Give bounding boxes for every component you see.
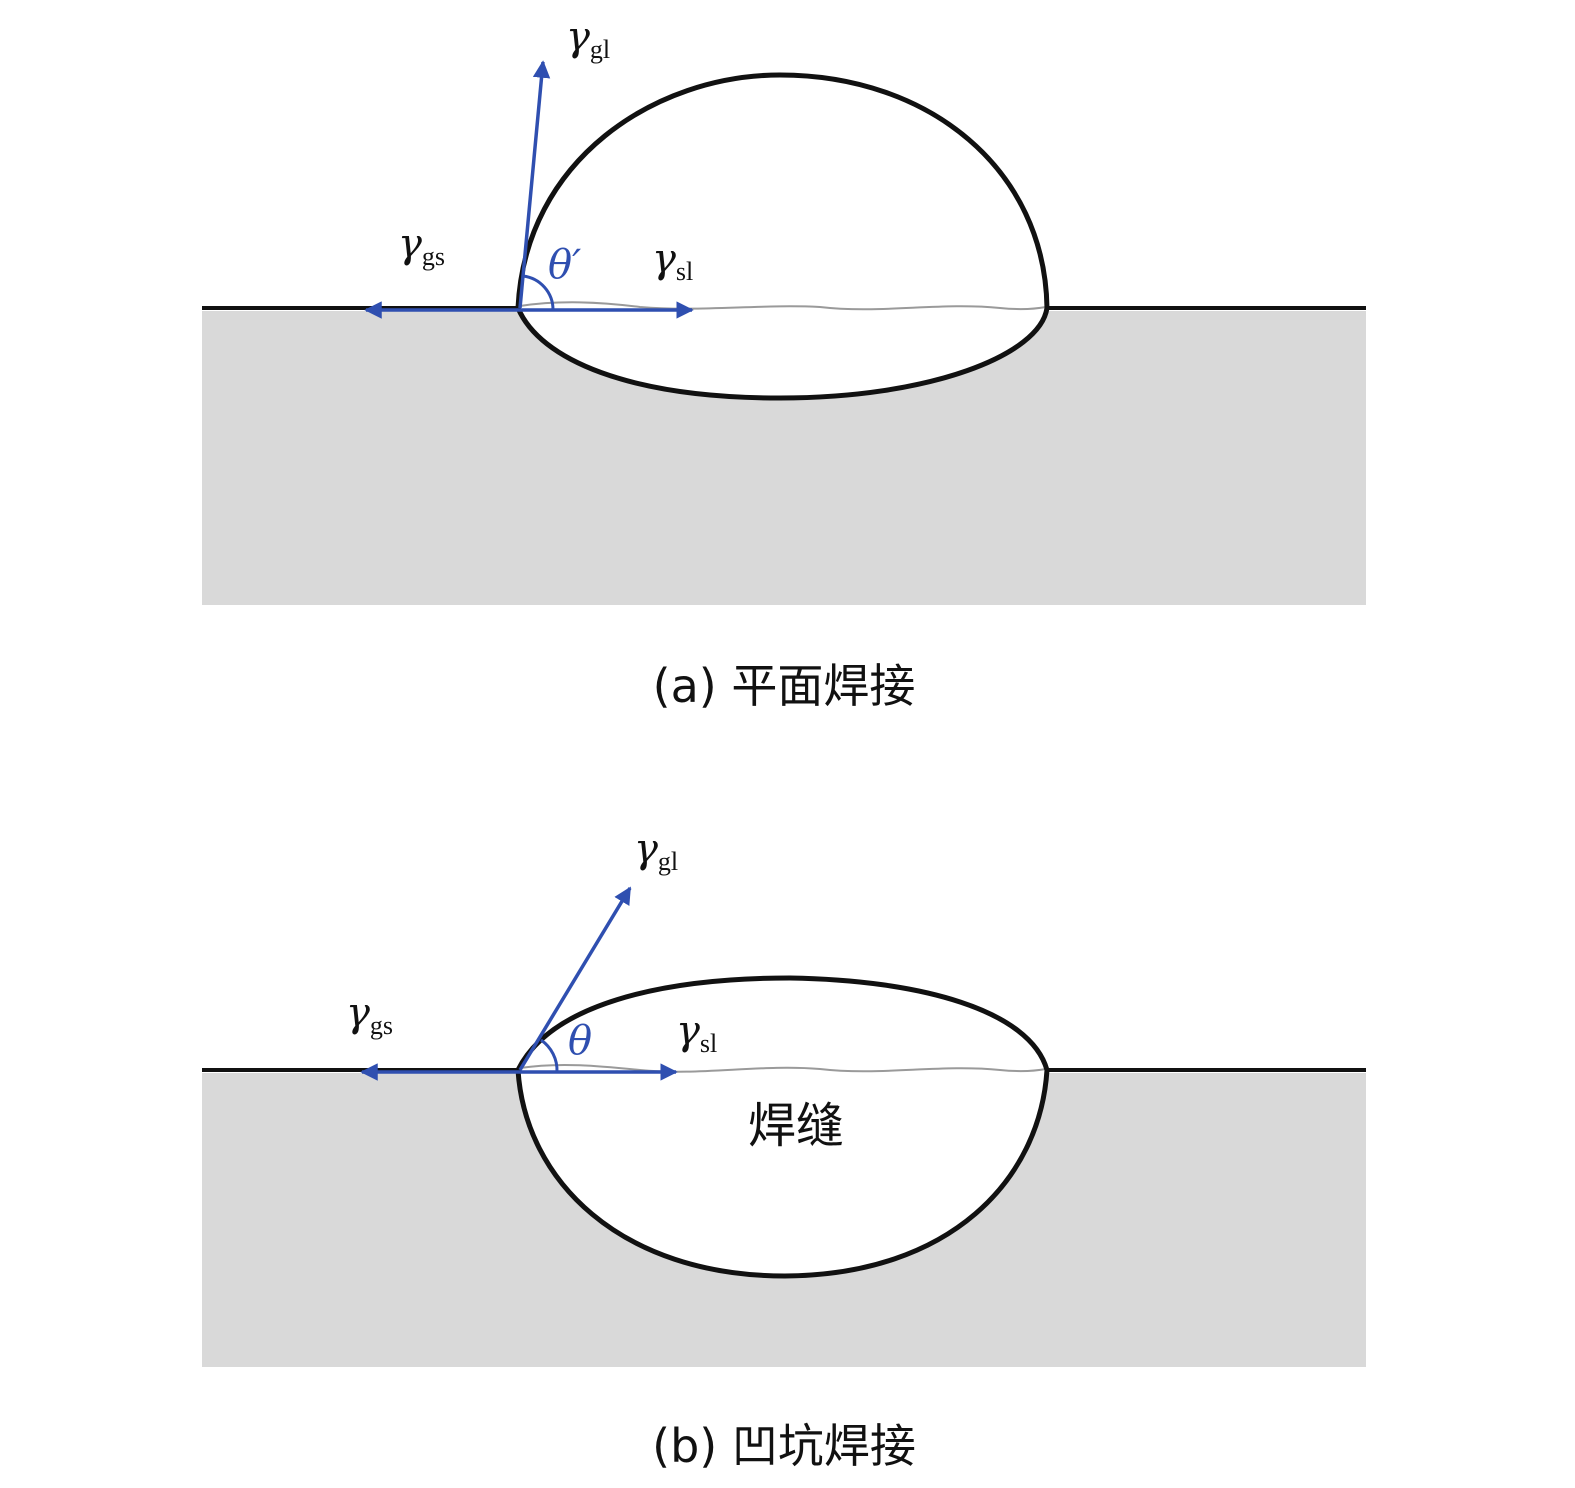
caption-a: (a) 平面焊接 <box>653 659 916 713</box>
angle-label-b: θ <box>568 1018 592 1064</box>
label-gamma-gs-b: γgs <box>346 990 393 1040</box>
droplet-outline-a <box>515 72 1050 401</box>
interface-line-a <box>519 301 1047 311</box>
interface-line-b <box>519 1063 1047 1073</box>
angle-arc-b <box>540 1038 559 1073</box>
vector-gamma-gl-a <box>518 60 551 309</box>
angle-label-a: θ′ <box>548 242 581 288</box>
label-gamma-sl-b: γsl <box>676 1008 717 1058</box>
weld-outline-b <box>515 975 1050 1279</box>
panel-b-pit-welding: γgl γgs γsl θ 焊缝 (b) 凹坑焊接 <box>202 826 1366 1473</box>
caption-b: (b) 凹坑焊接 <box>652 1419 916 1473</box>
droplet-a <box>518 75 1047 398</box>
label-gamma-sl-a: γsl <box>652 236 693 286</box>
vector-gamma-gl-b <box>518 886 632 1071</box>
label-gamma-gl-b: γgl <box>634 826 678 876</box>
panel-a-flat-welding: γgl γgs γsl θ′ (a) 平面焊接 <box>202 14 1366 713</box>
label-gamma-gs-a: γgs <box>398 221 445 271</box>
weld-b <box>518 978 1047 1276</box>
weld-label-b: 焊缝 <box>748 1098 844 1154</box>
label-gamma-gl-a: γgl <box>566 14 610 64</box>
angle-arc-a <box>522 274 555 311</box>
